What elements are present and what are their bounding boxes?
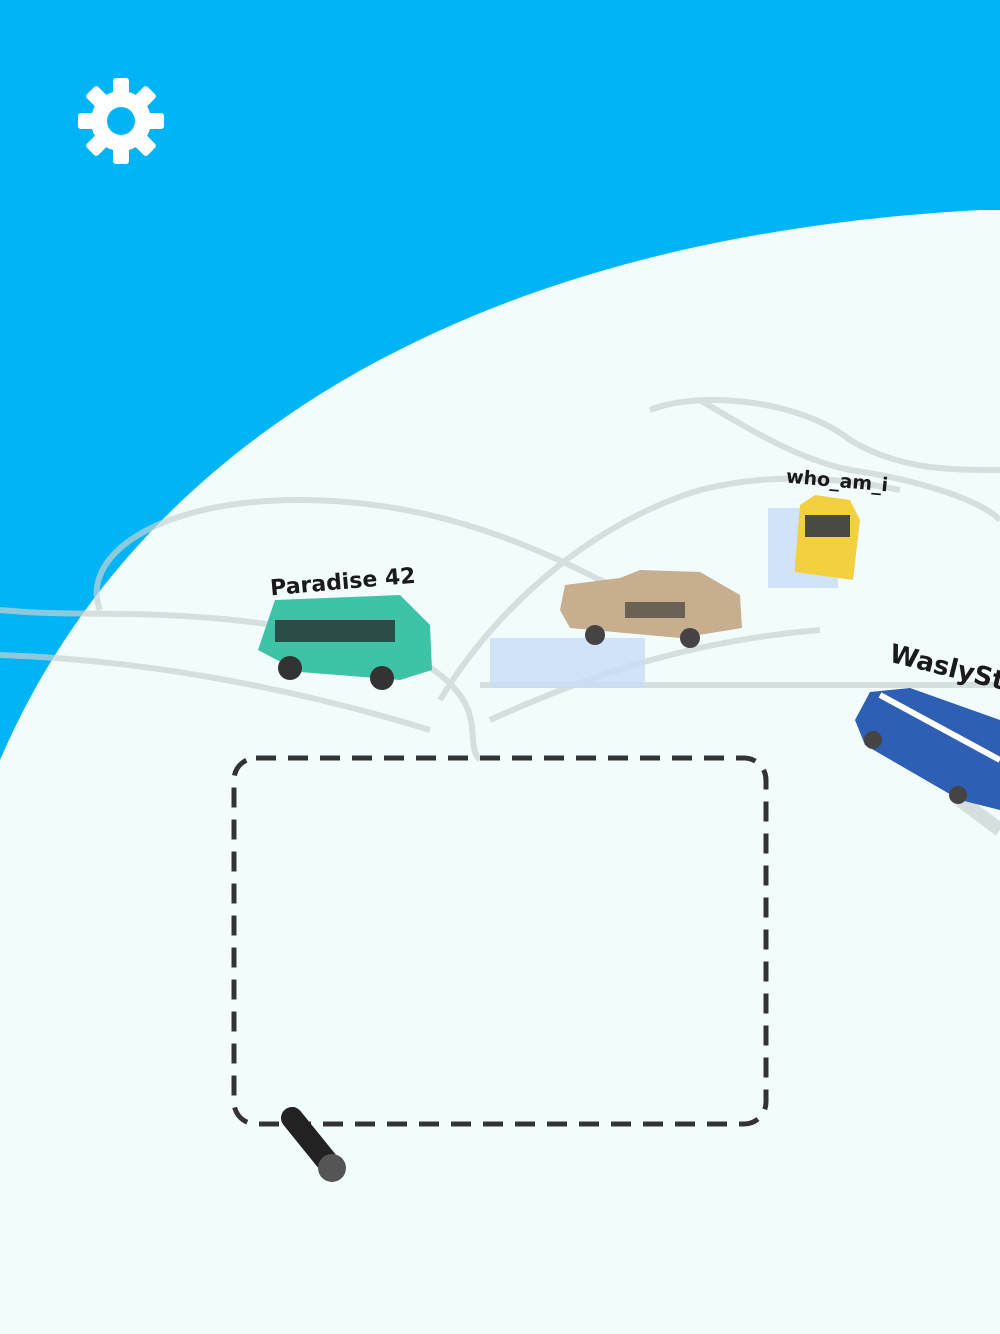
green-van bbox=[258, 595, 432, 690]
gear-icon bbox=[78, 78, 164, 164]
car-shadow bbox=[490, 638, 645, 688]
draw-area[interactable] bbox=[231, 755, 769, 1127]
pen-stroke-icon bbox=[281, 1107, 346, 1182]
yellow-car bbox=[795, 495, 860, 580]
ground-island bbox=[0, 210, 1000, 1334]
blue-car bbox=[855, 688, 1000, 810]
tan-sedan bbox=[560, 570, 742, 648]
settings-button[interactable] bbox=[76, 76, 166, 166]
